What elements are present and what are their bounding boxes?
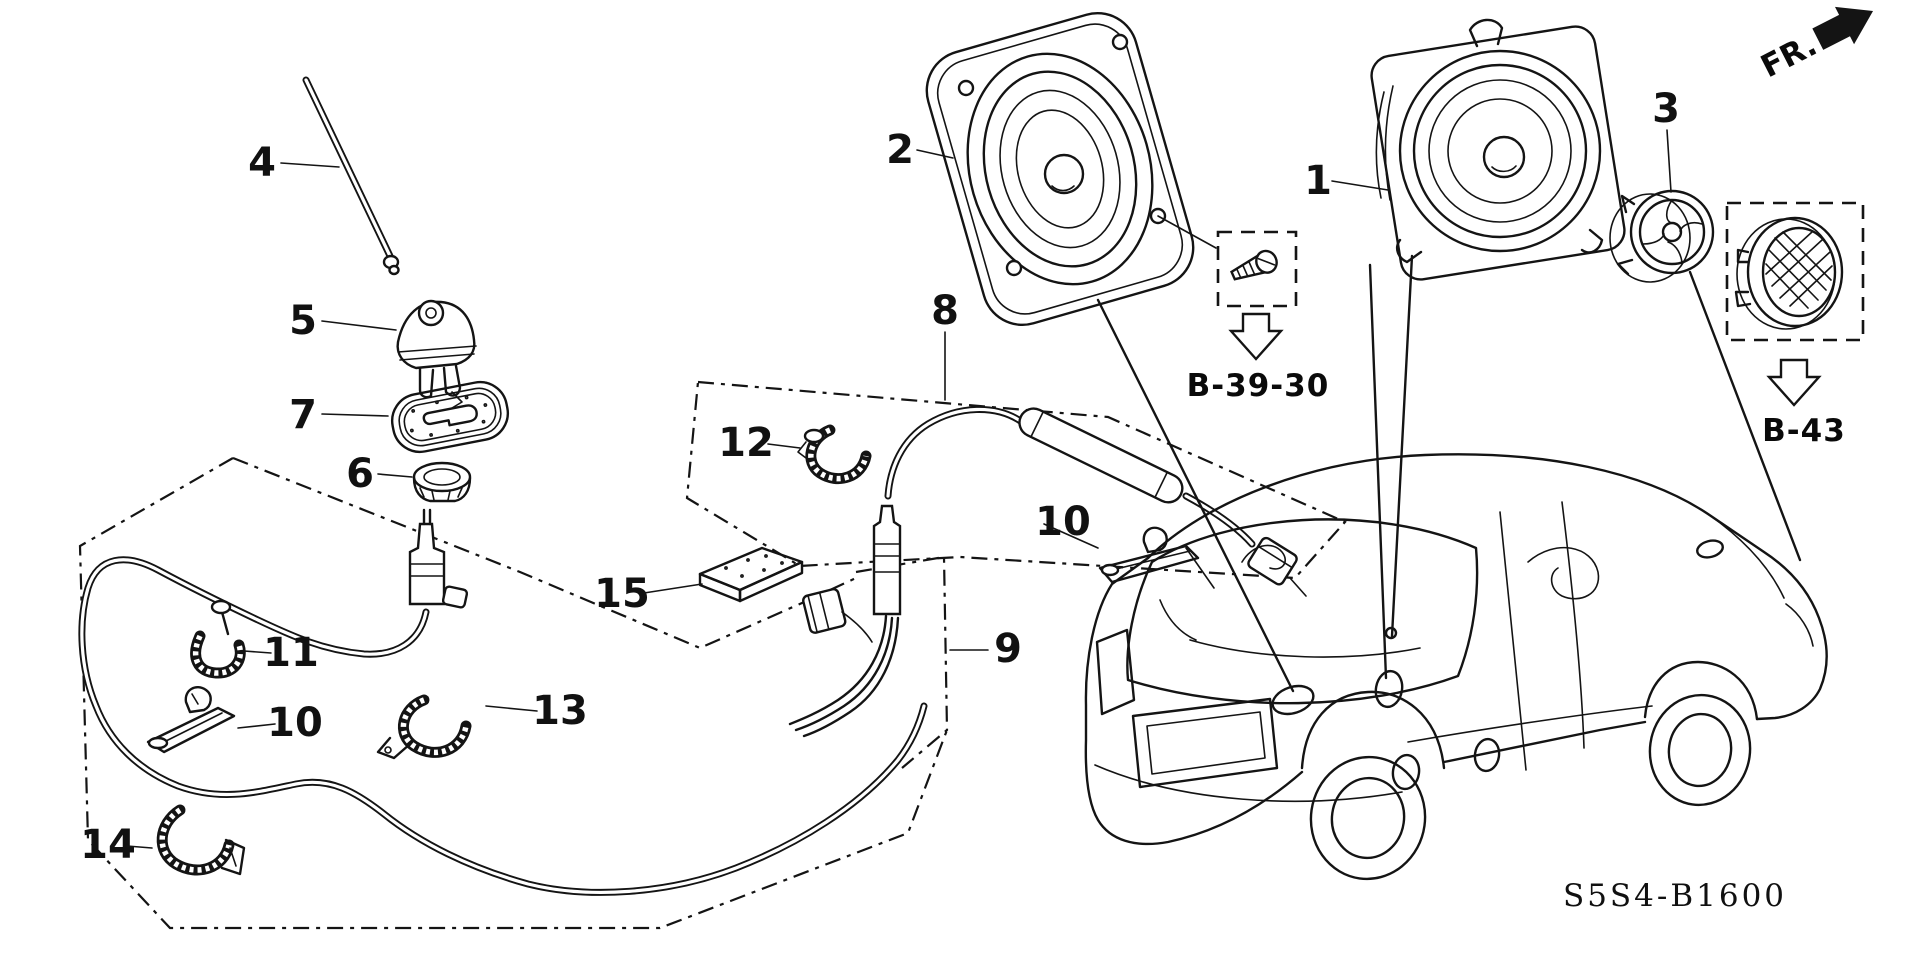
callout-5[interactable]: 5	[289, 298, 317, 344]
cable-clip-14-drawing	[156, 804, 246, 876]
rear-deck-hole-left	[1271, 684, 1315, 716]
callout-4[interactable]: 4	[248, 140, 276, 186]
leader-speaker1-to-car	[1368, 263, 1388, 680]
leader-line-11	[243, 650, 272, 654]
grille-reference-group: B-43	[1725, 201, 1865, 449]
antenna-nut-drawing	[412, 461, 472, 503]
leader-speaker2-to-car	[1096, 298, 1295, 693]
leader-line-14	[126, 845, 153, 849]
antenna-hole	[1384, 626, 1398, 640]
leader-line-10-left	[237, 723, 276, 729]
screw-reference-group: B-39-30	[1157, 215, 1330, 404]
leader-line-7	[321, 413, 389, 417]
callout-8[interactable]: 8	[931, 288, 959, 334]
leader-line-4	[280, 162, 340, 168]
callout-3[interactable]: 3	[1652, 86, 1680, 132]
antenna-mast-drawing	[302, 76, 400, 276]
pad-15-drawing	[698, 546, 804, 603]
feeder-roof-plug-drawing	[408, 508, 469, 609]
down-arrow-icon	[1228, 312, 1284, 361]
fr-label: FR.	[1755, 27, 1822, 85]
cable-bracket-10-right-drawing	[1098, 526, 1200, 584]
grille-ref-link[interactable]: B-43	[1762, 413, 1846, 449]
leader-line-5	[321, 320, 397, 331]
quarter-hole	[1391, 753, 1421, 791]
leader-speaker1-to-hole	[1390, 254, 1414, 638]
feeder-assy-boundary	[685, 380, 1347, 580]
speaker-1-drawing	[1370, 18, 1626, 281]
leader-line-6	[377, 473, 413, 478]
leader-tweeter-to-car	[1688, 270, 1802, 562]
speaker-2-drawing	[925, 11, 1195, 327]
drawing-code: S5S4-B1600	[1563, 878, 1787, 914]
antenna-gasket-drawing	[390, 380, 510, 454]
speaker-grille-icon	[1734, 216, 1844, 330]
feeder-subcable-drawing	[884, 405, 1307, 597]
callout-11[interactable]: 11	[263, 630, 319, 676]
callout-13[interactable]: 13	[532, 688, 588, 734]
callout-1[interactable]: 1	[1304, 158, 1332, 204]
leader-line-12	[767, 443, 801, 449]
door-hole	[1473, 737, 1501, 773]
fr-direction-indicator: FR.	[1755, 6, 1874, 85]
leader-line-13	[485, 705, 538, 712]
cable-clip-13-drawing	[376, 694, 472, 760]
subcord-boundary	[855, 555, 949, 769]
leader-line-2	[916, 149, 954, 159]
antenna-base-drawing	[396, 299, 477, 409]
callout-9[interactable]: 9	[994, 626, 1022, 672]
callout-10-left[interactable]: 10	[267, 700, 323, 746]
leader-line-15	[643, 583, 703, 594]
callout-7[interactable]: 7	[289, 392, 317, 438]
cable-clip-11-drawing	[190, 599, 246, 679]
callout-12[interactable]: 12	[718, 420, 774, 466]
cable-bracket-10-left-drawing	[146, 686, 236, 754]
down-arrow-icon	[1766, 358, 1822, 407]
callout-15[interactable]: 15	[594, 571, 650, 617]
antenna-feeder-cable-drawing	[78, 556, 928, 896]
leader-line-1	[1331, 180, 1389, 191]
callout-14[interactable]: 14	[80, 822, 136, 868]
leader-line-screw	[1157, 215, 1217, 249]
callout-6[interactable]: 6	[346, 451, 374, 497]
leader-line-10-right	[1043, 523, 1099, 549]
callout-10-right[interactable]: 10	[1035, 499, 1091, 545]
subcord-plug-drawing	[788, 504, 902, 738]
callout-2[interactable]: 2	[886, 127, 914, 173]
leader-line-3	[1666, 129, 1672, 193]
car-drawing	[1084, 453, 1828, 881]
cable-clip-12-drawing	[797, 424, 872, 485]
tweeter-3-drawing	[1609, 189, 1715, 283]
screw-icon	[1230, 249, 1278, 281]
screw-ref-link[interactable]: B-39-30	[1187, 368, 1330, 404]
fr-arrow-icon	[1812, 6, 1874, 50]
rear-deck-hole-right	[1374, 669, 1404, 709]
